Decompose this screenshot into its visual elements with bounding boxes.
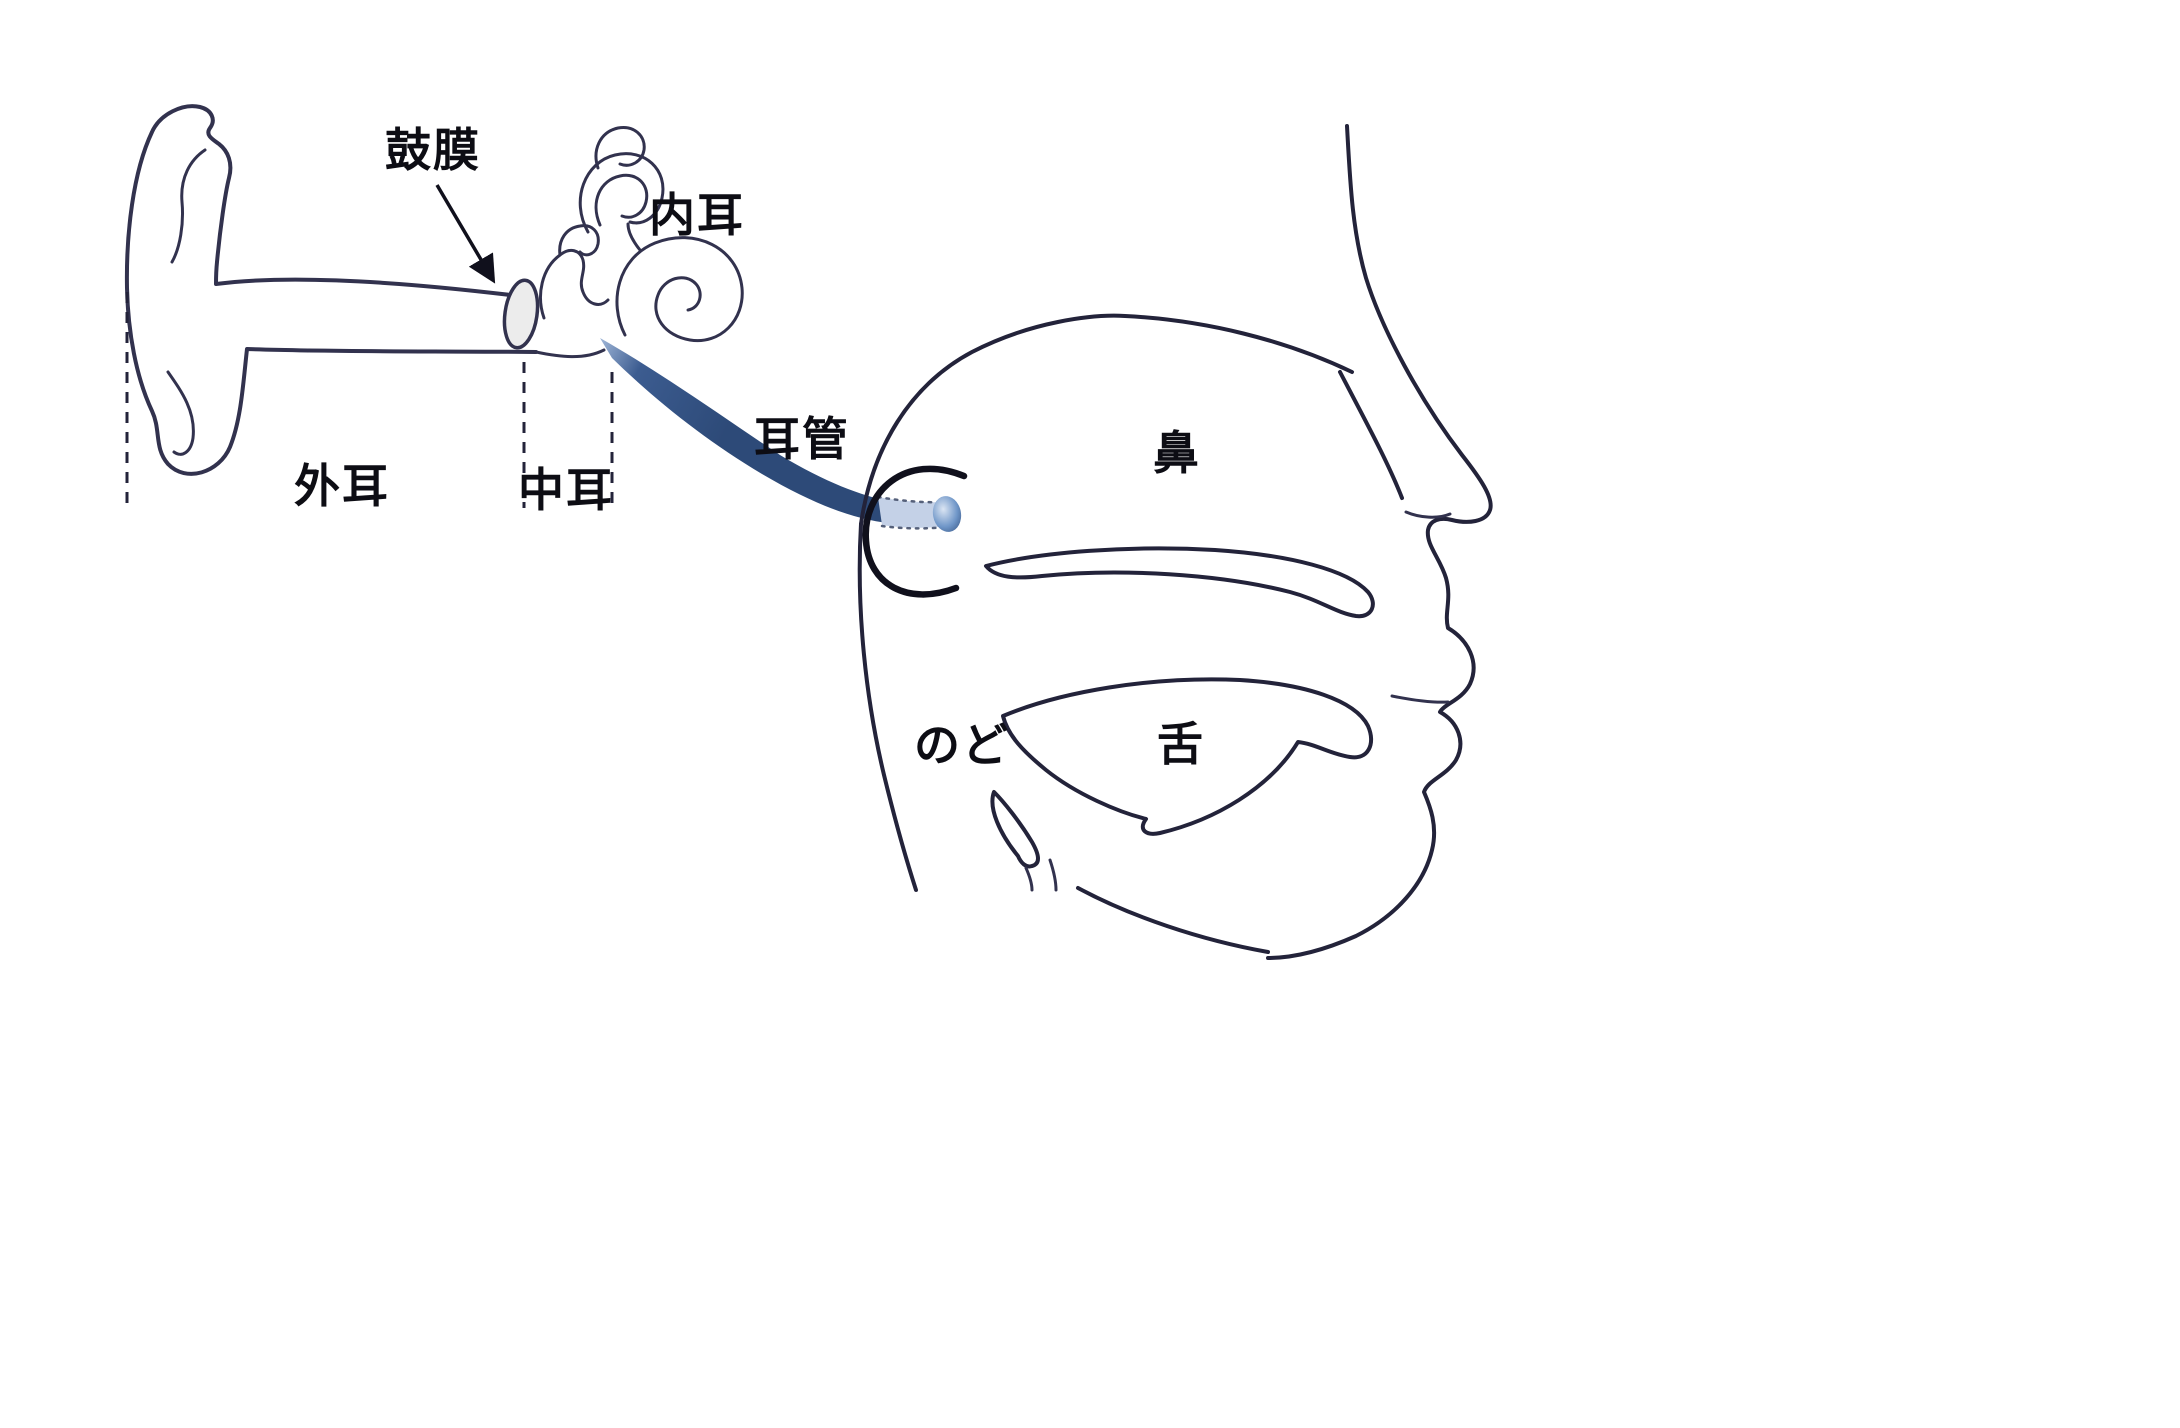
- label-outer-ear: 外耳: [294, 459, 390, 513]
- label-eardrum: 鼓膜: [385, 123, 481, 177]
- throat-back-line: [857, 522, 918, 892]
- label-nose: 鼻: [1153, 426, 1201, 480]
- label-middle-ear: 中耳: [518, 463, 614, 517]
- eustachian-tube-band: [600, 338, 900, 524]
- nose-inner-line: [1338, 370, 1404, 500]
- semicircular-canal-inner: [594, 173, 649, 227]
- vestibule-connector: [626, 222, 642, 252]
- middle-ear-floor-line: [534, 348, 606, 359]
- palate-shape: [984, 546, 1375, 619]
- eustachian-tube-hidden-segment: [878, 497, 946, 528]
- semicircular-canal-top: [594, 126, 646, 170]
- eustachian-tube-opening: [932, 496, 962, 532]
- larynx-line-1: [1024, 866, 1034, 892]
- pinna-and-canal-outline: [124, 104, 538, 476]
- ear-fold-upper: [170, 148, 207, 264]
- nostril-line: [1404, 510, 1452, 519]
- label-tongue: 舌: [1157, 717, 1205, 771]
- face-profile: [1266, 124, 1493, 960]
- ossicles-shape: [539, 248, 610, 320]
- ossicles-shape-2: [558, 224, 600, 257]
- nasopharynx-roof-line: [859, 313, 1354, 526]
- larynx-line-2: [1048, 858, 1058, 892]
- label-throat: のど: [914, 718, 1010, 772]
- mouth-corner-line: [1390, 694, 1450, 704]
- ear-fold-lobe: [166, 370, 195, 456]
- epiglottis-shape: [990, 790, 1040, 869]
- tongue-shape: [1001, 677, 1374, 836]
- cochlea-spiral: [615, 236, 744, 343]
- eardrum-shape: [502, 278, 540, 350]
- label-eustachian-tube: 耳管: [754, 412, 850, 466]
- eardrum-arrow: [435, 184, 496, 284]
- label-inner-ear: 内耳: [649, 188, 745, 242]
- tube-opening-arc: [862, 465, 968, 598]
- jaw-bottom-line: [1076, 886, 1270, 954]
- hidden-segment-dotted-top: [876, 495, 950, 504]
